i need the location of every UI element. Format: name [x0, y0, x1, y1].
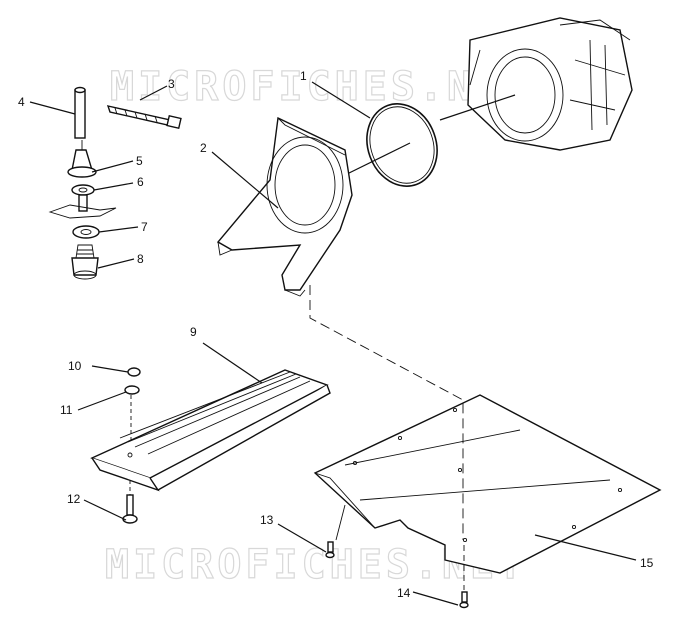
part-9-rail-pad — [90, 369, 331, 492]
callout-8: 8 — [137, 252, 144, 266]
part-2-shroud — [216, 116, 353, 297]
part-4-pin — [74, 86, 86, 139]
axis-line-ring-shroud — [344, 142, 411, 176]
part-5-fitting — [67, 149, 97, 178]
callout-4: 4 — [18, 95, 25, 109]
watermark-top: MICROFICHES.NET — [110, 64, 531, 110]
callout-14: 14 — [397, 586, 411, 600]
part-15-skid-plate — [313, 394, 662, 574]
axis-line-ring-housing — [439, 94, 516, 121]
part-10-nut — [127, 367, 141, 377]
callout-7: 7 — [141, 220, 148, 234]
callout-12: 12 — [67, 492, 81, 506]
callout-1: 1 — [300, 69, 307, 83]
callout-15: 15 — [640, 556, 654, 570]
callout-9: 9 — [190, 325, 197, 339]
part-13-fastener — [325, 541, 335, 559]
part-12-bolt — [122, 494, 138, 524]
part-8-base-fitting — [71, 244, 99, 280]
part-7-washer — [72, 225, 100, 239]
callout-11: 11 — [60, 403, 73, 417]
axis-line-13 — [335, 504, 346, 541]
callout-2: 2 — [200, 141, 207, 155]
callout-3: 3 — [168, 77, 175, 91]
callout-10: 10 — [68, 359, 82, 373]
callout-6: 6 — [137, 175, 144, 189]
part-3-bolt — [106, 105, 182, 130]
connection-dashed-line — [309, 285, 464, 540]
callout-5: 5 — [136, 154, 143, 168]
leader-lines — [29, 81, 637, 606]
engine-housing — [467, 17, 633, 151]
part-14-fastener — [459, 591, 469, 609]
part-11-washer — [124, 385, 140, 395]
part-1-o-ring — [366, 103, 438, 187]
callout-13: 13 — [260, 513, 274, 527]
part-6-spring-plate — [48, 204, 117, 219]
